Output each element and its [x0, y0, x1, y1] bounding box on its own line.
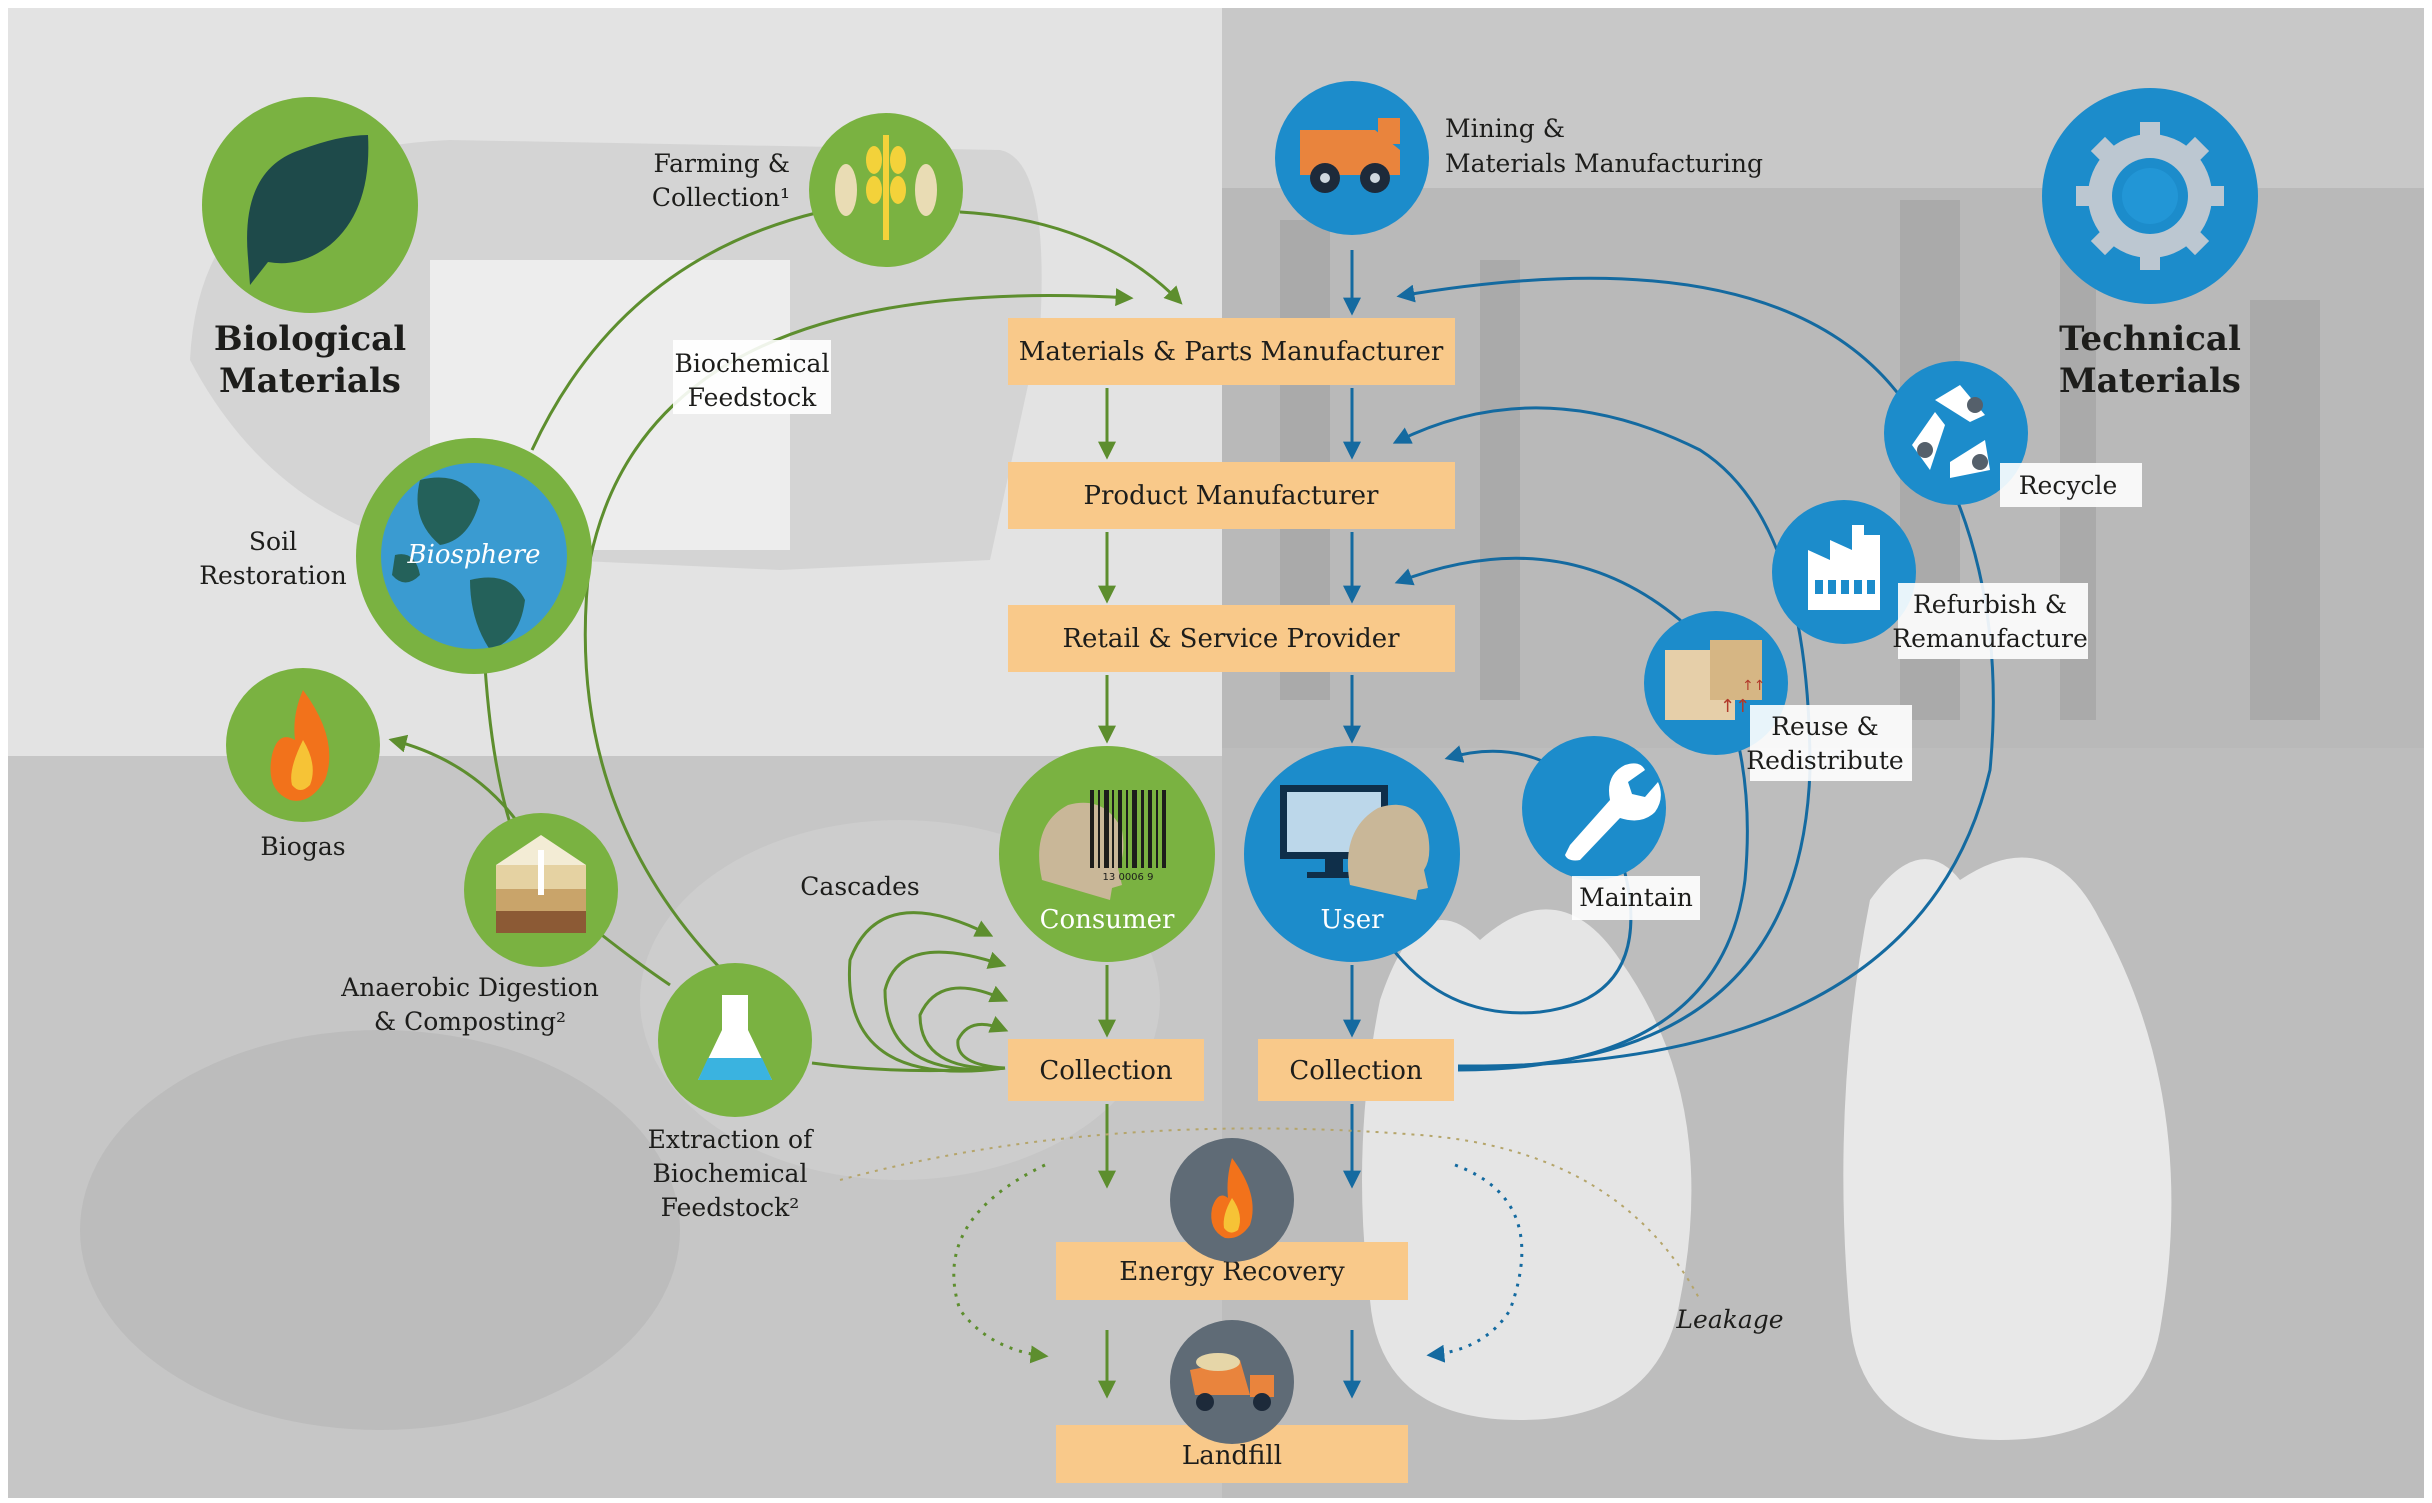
- biogas-node: Biogas: [226, 668, 380, 861]
- biogas-label: Biogas: [260, 832, 345, 861]
- mining-label-1: Mining &: [1445, 114, 1565, 143]
- retail-label: Retail & Service Provider: [1062, 624, 1400, 654]
- collection-bio-label: Collection: [1039, 1056, 1173, 1086]
- extraction-label-3: Feedstock²: [661, 1193, 800, 1222]
- factory-icon: [1808, 525, 1880, 610]
- biosphere-label: Biosphere: [406, 540, 540, 570]
- bio-arrows: [388, 210, 1183, 1399]
- boxes-icon: ↑↑ ↑↑: [1665, 640, 1765, 720]
- biological-title-1: Biological: [214, 319, 406, 359]
- extraction-label-2: Biochemical: [653, 1159, 808, 1188]
- refurbish-label-1: Refurbish &: [1913, 590, 2067, 619]
- farming-label-2: Collection¹: [652, 183, 790, 212]
- user-computer-icon: [1280, 785, 1430, 900]
- consumer-label: Consumer: [1040, 905, 1175, 935]
- mining-truck-icon: [1300, 118, 1400, 193]
- product-manufacturer-box: [1008, 462, 1455, 529]
- farming-label-1: Farming &: [653, 149, 790, 178]
- maintain-label: Maintain: [1579, 883, 1693, 912]
- soil-layers-icon: [496, 835, 586, 933]
- mining-label-2: Materials Manufacturing: [1445, 149, 1763, 178]
- svg-text:↑↑: ↑↑: [1742, 678, 1765, 694]
- collection-bio-box: [1008, 1039, 1204, 1101]
- consumer-barcode-icon: 13 0006 9: [1039, 790, 1166, 900]
- soil-label-1: Soil: [249, 527, 297, 556]
- svg-text:↑↑: ↑↑: [1720, 696, 1750, 717]
- biological-materials-node: Biological Materials: [202, 97, 418, 401]
- reuse-node: ↑↑ ↑↑ Reuse & Redistribute: [1644, 611, 1912, 781]
- anaerobic-node: Anaerobic Digestion & Composting²: [340, 813, 618, 1036]
- reuse-label-1: Reuse &: [1771, 712, 1879, 741]
- flask-icon: [698, 995, 772, 1080]
- landfill-label: Landfill: [1182, 1441, 1282, 1471]
- svg-text:Biochemical: Biochemical: [675, 349, 830, 378]
- leaf-icon: [247, 135, 369, 285]
- reuse-label-2: Redistribute: [1746, 746, 1903, 775]
- extraction-label-1: Extraction of: [648, 1125, 814, 1154]
- anaerobic-label-2: & Composting²: [374, 1007, 566, 1036]
- technical-materials-node: Technical Materials: [2042, 88, 2258, 401]
- energy-recovery-label: Energy Recovery: [1119, 1257, 1345, 1287]
- central-chain: Materials & Parts Manufacturer Product M…: [1008, 318, 1455, 1483]
- wheat-fish-icon: [835, 135, 937, 240]
- svg-text:Feedstock: Feedstock: [688, 383, 818, 412]
- collection-tech-label: Collection: [1289, 1056, 1423, 1086]
- user-node: User: [1244, 746, 1460, 962]
- user-label: User: [1320, 905, 1384, 935]
- technical-title-2: Materials: [2059, 361, 2241, 401]
- refurbish-node: Refurbish & Remanufacture: [1772, 500, 2088, 659]
- soil-label-2: Restoration: [199, 561, 347, 590]
- cascades-label: Cascades: [800, 872, 919, 901]
- anaerobic-label-1: Anaerobic Digestion: [340, 973, 599, 1002]
- technical-title-1: Technical: [2059, 319, 2241, 359]
- refurbish-label-2: Remanufacture: [1892, 624, 2087, 653]
- farming-node: Farming & Collection¹: [652, 113, 963, 267]
- leakage-curve: [839, 1127, 1701, 1301]
- gear-icon: [2076, 122, 2224, 270]
- product-manufacturer-label: Product Manufacturer: [1084, 481, 1380, 511]
- dump-truck-icon: [1190, 1353, 1274, 1411]
- mining-node: Mining & Materials Manufacturing: [1275, 81, 1763, 235]
- extraction-node: Extraction of Biochemical Feedstock²: [648, 963, 814, 1222]
- biosphere-node: Biosphere Soil Restoration: [199, 438, 592, 674]
- svg-text:13 0006 9: 13 0006 9: [1103, 872, 1154, 883]
- leakage-label: Leakage: [1675, 1305, 1783, 1334]
- landfill-icon-node: [1170, 1320, 1294, 1444]
- retail-box: [1008, 605, 1455, 672]
- consumer-node: 13 0006 9 Consumer: [999, 746, 1215, 962]
- recycle-node: Recycle: [1884, 361, 2142, 507]
- flame-icon: [270, 690, 330, 801]
- materials-parts-box: [1008, 318, 1455, 385]
- wrench-icon: [1565, 763, 1661, 861]
- recycle-label: Recycle: [2019, 471, 2118, 500]
- materials-parts-label: Materials & Parts Manufacturer: [1019, 337, 1444, 367]
- biochemical-feedstock-label: Biochemical Feedstock: [673, 340, 831, 414]
- energy-recovery-icon-node: [1170, 1138, 1294, 1262]
- maintain-node: Maintain: [1522, 736, 1700, 920]
- collection-tech-box: [1258, 1039, 1454, 1101]
- recycle-icon: [1912, 385, 1990, 478]
- biological-title-2: Materials: [219, 361, 401, 401]
